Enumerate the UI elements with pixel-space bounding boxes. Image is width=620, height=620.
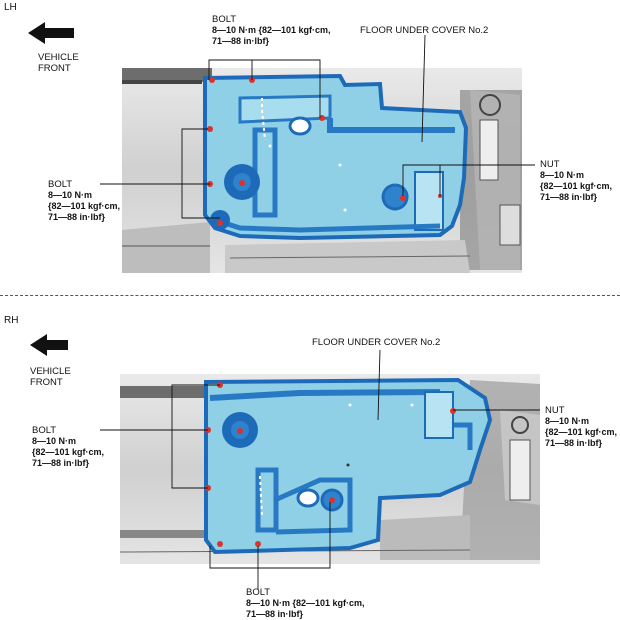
cover-label-rh: FLOOR UNDER COVER No.2 bbox=[312, 337, 441, 348]
bolt-bottom-label-rh: BOLT 8—10 N·m {82—101 kgf·cm, 71—88 in·l… bbox=[246, 587, 365, 619]
bolt-rh-bottom-2 bbox=[255, 541, 261, 547]
bolt-lh-top-3 bbox=[319, 115, 325, 121]
section-divider bbox=[0, 295, 620, 296]
bolt-lh-left-1 bbox=[207, 126, 213, 132]
bolt-lh-top-1 bbox=[209, 77, 215, 83]
bolt-left-label-lh: BOLT 8—10 N·m {82—101 kgf·cm, 71—88 in·l… bbox=[48, 179, 121, 222]
section-label-lh: LH bbox=[4, 2, 17, 13]
bolt-rh-bottom-3 bbox=[329, 497, 335, 503]
bolt-lh-left-3 bbox=[217, 220, 223, 226]
leader-lines-rh bbox=[100, 349, 540, 590]
vehicle-front-arrow-lh bbox=[28, 22, 74, 44]
bolt-rh-center bbox=[237, 428, 243, 434]
vehicle-front-label-rh: VEHICLE FRONT bbox=[30, 366, 71, 388]
section-label-rh: RH bbox=[4, 315, 19, 326]
fasteners-lh bbox=[207, 77, 442, 226]
cover-label-lh: FLOOR UNDER COVER No.2 bbox=[360, 25, 489, 36]
bolt-lh-center bbox=[239, 180, 245, 186]
nut-lh bbox=[400, 195, 406, 201]
vehicle-front-label-lh: VEHICLE FRONT bbox=[38, 52, 79, 74]
bolt-left-label-rh: BOLT 8—10 N·m {82—101 kgf·cm, 71—88 in·l… bbox=[32, 425, 105, 468]
vehicle-front-arrow-rh bbox=[30, 334, 68, 356]
bolt-top-label-lh: BOLT 8—10 N·m {82—101 kgf·cm, 71—88 in·l… bbox=[212, 14, 331, 46]
leader-lines-lh bbox=[100, 34, 535, 219]
bolt-rh-bottom-1 bbox=[217, 541, 223, 547]
nut-label-lh: NUT 8—10 N·m {82—101 kgf·cm, 71—88 in·lb… bbox=[540, 159, 613, 202]
nut-rh bbox=[450, 408, 456, 414]
nut-label-rh: NUT 8—10 N·m {82—101 kgf·cm, 71—88 in·lb… bbox=[545, 405, 618, 448]
